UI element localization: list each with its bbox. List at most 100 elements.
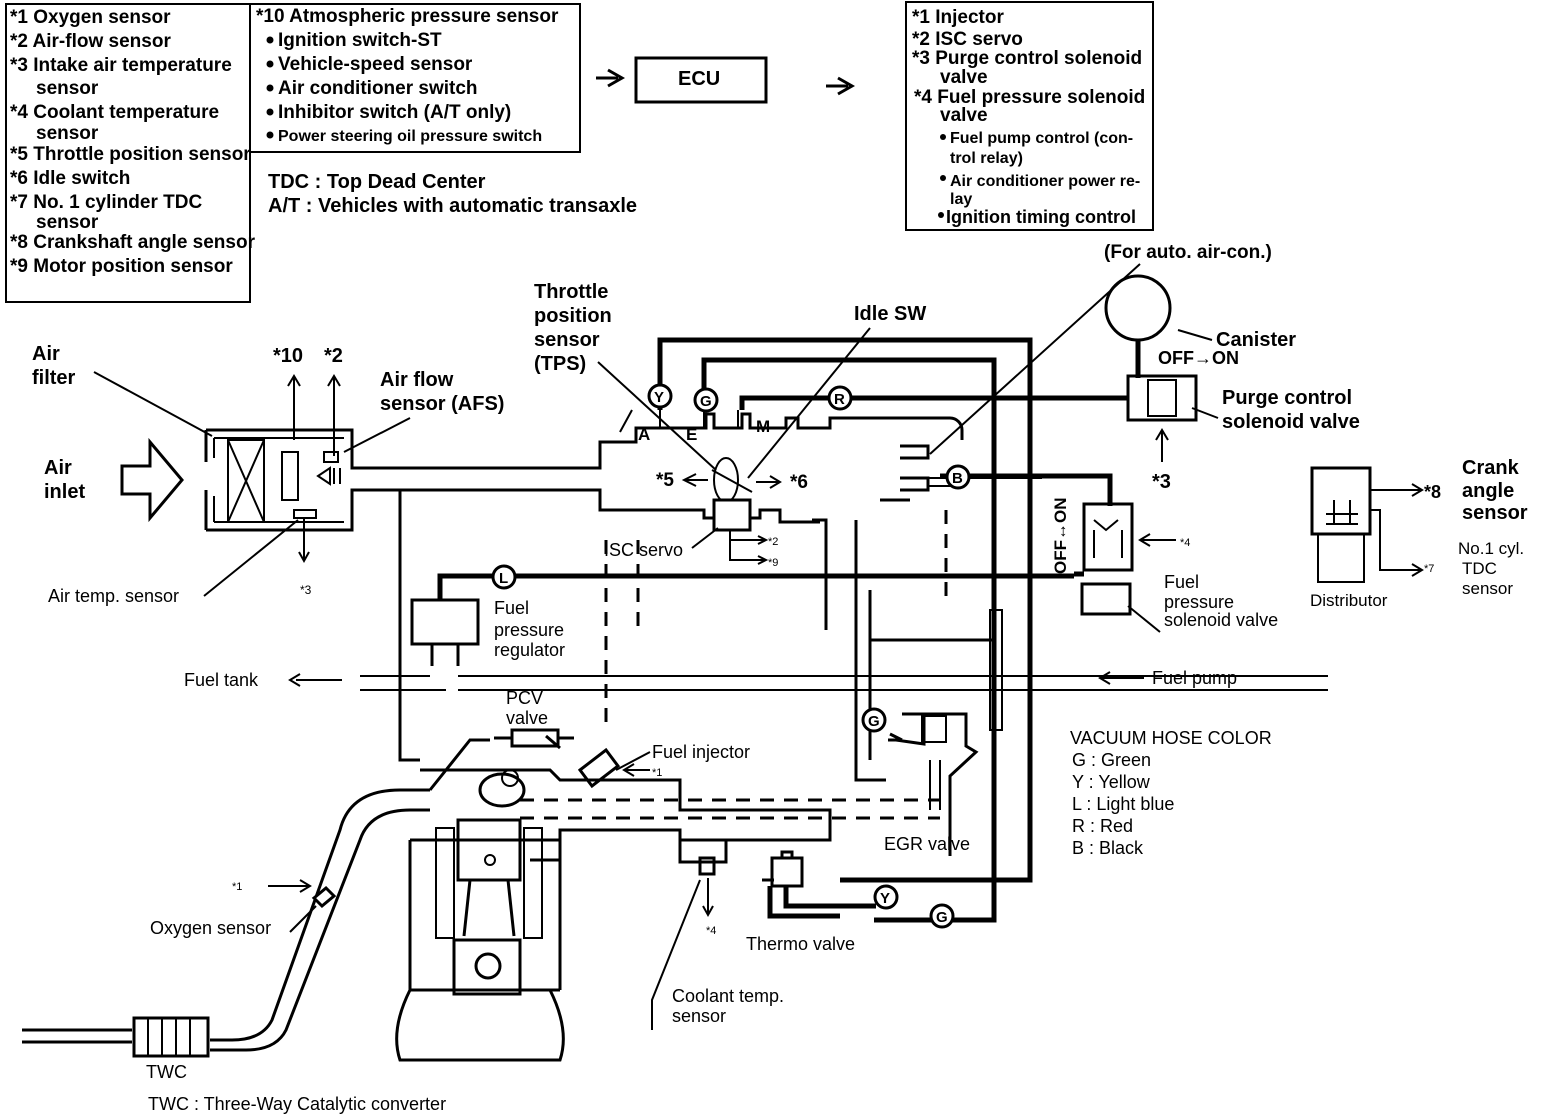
crank-angle-label: Crank angle sensor <box>1462 457 1528 524</box>
hose-letter: G <box>700 393 712 410</box>
egr-diaphragm <box>921 715 947 743</box>
port-line <box>928 477 1042 487</box>
fuel-tank-label: Fuel tank <box>184 670 259 690</box>
air-inlet-arrow-icon <box>120 437 184 523</box>
signal-arrows <box>287 374 341 456</box>
arrow-left-icon <box>622 763 650 777</box>
leader-line <box>929 263 1141 455</box>
hose-letter: G <box>868 713 880 730</box>
hose-tag-g <box>929 903 955 929</box>
fuel-feed-dashed <box>604 540 640 730</box>
star4-label: *4 <box>1180 537 1190 549</box>
vacuum-dashed <box>520 798 940 820</box>
inputs-list: *1 Oxygen sensor *2 Air-flow sensor *3 I… <box>10 7 260 277</box>
fuel-injector-label: Fuel injector <box>652 742 750 762</box>
pcv-valve <box>510 728 560 748</box>
signal-arrow <box>1155 428 1169 462</box>
star7-label: *7 <box>1424 563 1434 575</box>
air-filter-element <box>227 439 265 523</box>
signal-arrow <box>1370 509 1424 577</box>
hose-letter: B <box>952 470 963 487</box>
piston-pin <box>484 854 496 866</box>
arrow-right-icon <box>756 475 782 489</box>
hose-letter: G <box>936 909 948 926</box>
outputs-sub-list: Fuel pump control (con- trol relay) Air … <box>950 130 1145 208</box>
coolant-temp-sensor <box>698 856 716 876</box>
intake-manifold <box>420 768 832 862</box>
signal-arrows <box>729 530 769 565</box>
oil-pan <box>395 989 565 1062</box>
port-e-label: E <box>686 425 697 444</box>
coolant-temp-label: Coolant temp. sensor <box>672 986 789 1026</box>
star8-label: *8 <box>1424 482 1441 502</box>
star3-label: *3 <box>300 583 312 597</box>
leader-line <box>615 751 651 771</box>
aircon-label: (For auto. air-con.) <box>1104 242 1272 263</box>
solenoid-internals <box>1093 519 1123 558</box>
star1-label: *1 <box>652 767 662 779</box>
leader-line <box>203 519 299 597</box>
air-cleaner-inner <box>213 437 344 523</box>
output-item: Ignition timing control <box>946 207 1136 227</box>
manifold-ports <box>900 444 930 492</box>
bullet-icons <box>938 134 946 218</box>
star2-label: *2 <box>324 345 343 367</box>
star1-label: *1 <box>232 881 242 893</box>
leader-line <box>1191 407 1219 419</box>
fuel-pump-label: Fuel pump <box>1152 668 1237 688</box>
throttle-plate <box>711 469 753 493</box>
hose-light-blue <box>437 573 1074 600</box>
hose-tag-g <box>861 707 887 733</box>
afs-body <box>281 451 299 501</box>
hose-tag-l <box>491 564 517 590</box>
distributor-label: Distributor <box>1310 591 1388 610</box>
signal-arrow <box>1370 483 1424 497</box>
switches-box <box>249 3 581 153</box>
star10-label: *10 <box>273 345 303 367</box>
engine-block <box>408 838 562 992</box>
hose-tag-y <box>873 884 899 910</box>
thermo-valve-fitting <box>762 850 794 882</box>
oxygen-sensor-label: Oxygen sensor <box>150 918 271 938</box>
egr-hose <box>870 610 996 642</box>
hose-black <box>940 473 1113 506</box>
switches-list: *10 Atmospheric pressure sensor Ignition… <box>256 6 564 123</box>
purge-valve-label: Purge control solenoid valve <box>1222 387 1360 433</box>
arrow-left-icon <box>681 473 708 487</box>
hose-tag-g <box>693 387 719 413</box>
bullet-icons <box>266 36 274 139</box>
signal-arrow <box>702 878 714 918</box>
switch-item: Power steering oil pressure switch <box>278 128 542 145</box>
star2-isc-label: *2 <box>768 536 778 548</box>
twc-label: TWC <box>146 1062 187 1082</box>
pcv-hose <box>398 490 420 762</box>
purge-solenoid-valve <box>1126 374 1198 422</box>
cam-icon <box>501 769 519 787</box>
air-temp-sensor <box>293 509 317 519</box>
arrow-right-icon <box>826 76 856 96</box>
cylinder-head <box>428 734 561 791</box>
throttle-body-top <box>352 412 964 470</box>
piston <box>456 818 522 882</box>
oxygen-sensor <box>311 885 337 909</box>
afs-sensor <box>323 451 339 463</box>
idle-sw-label: Idle SW <box>854 303 926 325</box>
throttle-valve <box>713 457 739 503</box>
hose-yellow <box>657 337 1033 883</box>
twc-converter <box>132 1016 210 1058</box>
fpsv-label: Fuel pressure solenoid valve <box>1164 572 1278 630</box>
egr-pipe <box>989 609 1003 731</box>
arrow-left-icon <box>288 673 342 687</box>
connecting-rod <box>462 879 516 937</box>
leader-line <box>93 371 213 437</box>
throttle-body-bottom <box>352 488 910 524</box>
afs-label: Air flow sensor (AFS) <box>380 369 504 415</box>
twc-note: TWC : Three-Way Catalytic converter <box>148 1094 446 1114</box>
egr-valve <box>888 712 979 856</box>
hose-green <box>701 357 997 923</box>
thermo-valve-label: Thermo valve <box>746 934 855 954</box>
crankshaft <box>474 952 502 980</box>
hose-tag-r <box>827 385 853 411</box>
off-on-vert-label: OFF↔ON <box>1051 498 1070 575</box>
thermo-valve-hoses <box>767 886 876 919</box>
